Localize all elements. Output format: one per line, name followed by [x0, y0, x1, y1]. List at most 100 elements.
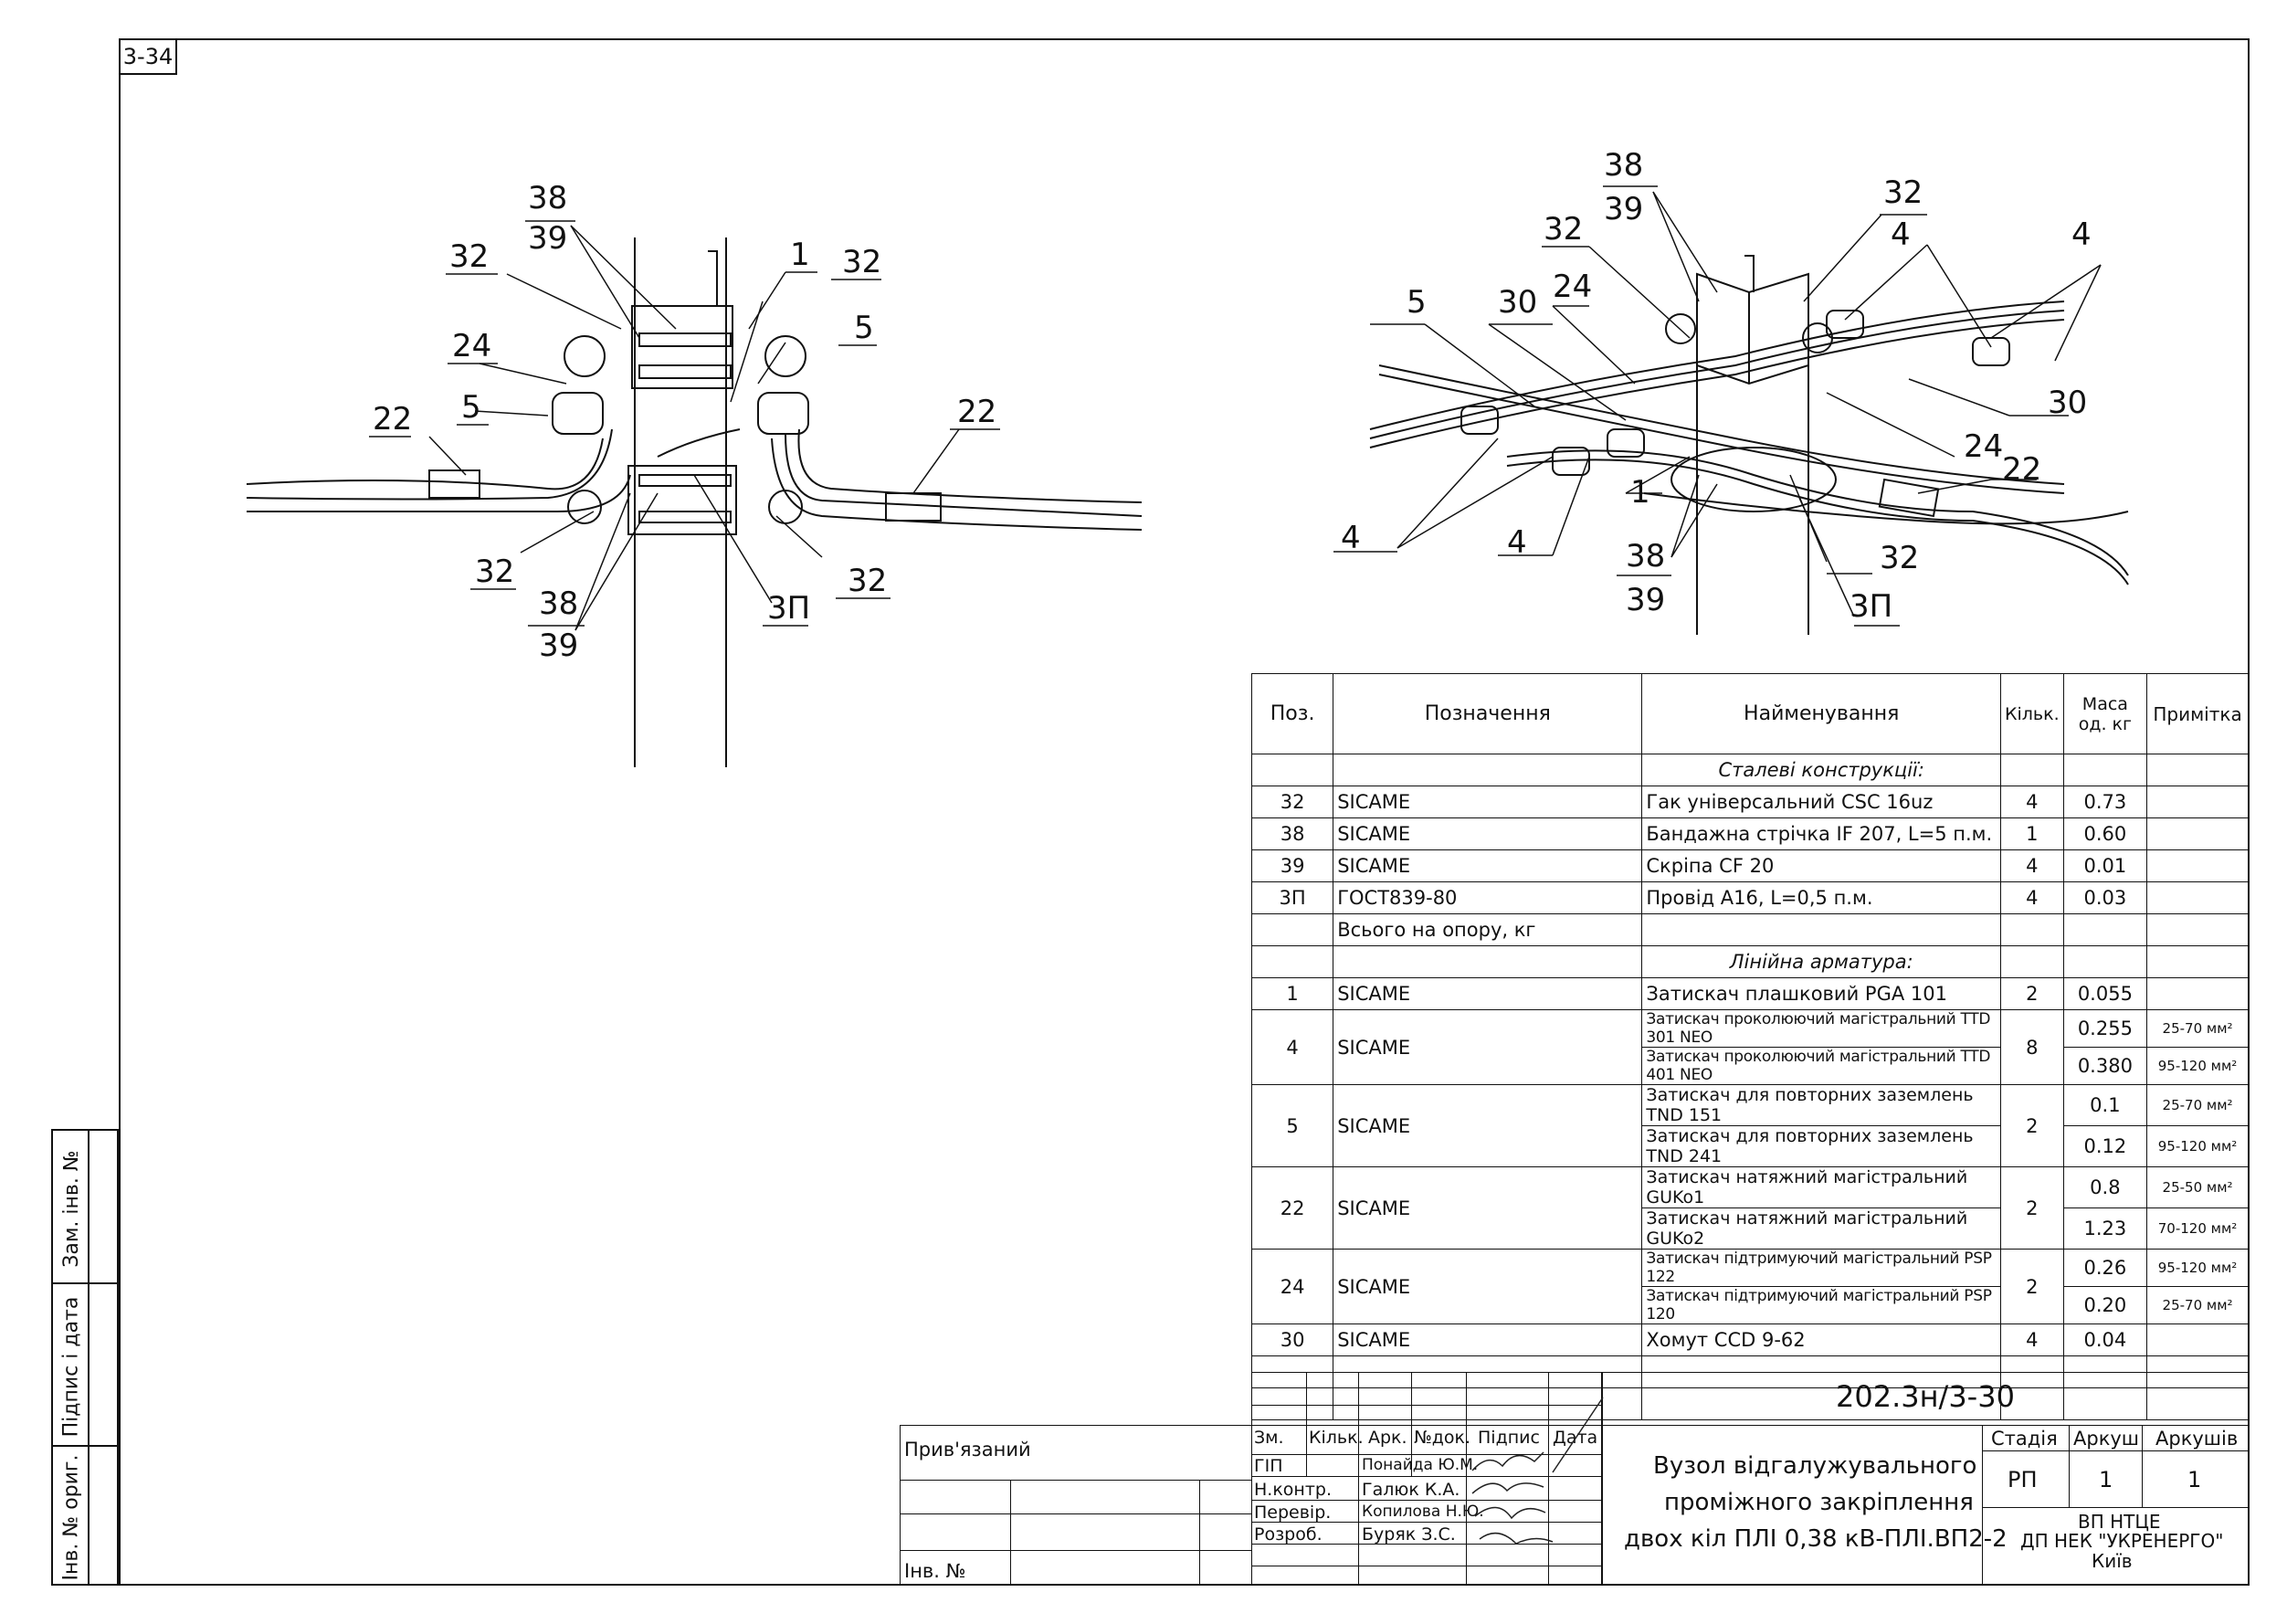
cell-qty: 4: [2000, 1323, 2064, 1356]
cell-name: Затискач підтримуючий магістральний PSP …: [1641, 1286, 2002, 1324]
cell-qty: 1: [2000, 817, 2064, 850]
tied-label: Прив'язаний: [904, 1439, 1031, 1461]
cell-designation: SICAME: [1333, 786, 1643, 818]
cell-note: 95-120 мм²: [2146, 1249, 2249, 1287]
cell-mass: 0.255: [2062, 1009, 2148, 1048]
header-pos: Поз.: [1250, 673, 1334, 754]
inv-no-label: Інв. №: [904, 1560, 966, 1582]
col-sheet: Арк.: [1368, 1428, 1407, 1448]
cell-name: Затискач натяжний магістральний GUKo2: [1641, 1207, 2002, 1250]
cell-pos: 4: [1250, 1009, 1334, 1085]
cell-mass: 0.1: [2062, 1084, 2148, 1126]
cell-name: Бандажна стрічка IF 207, L=5 п.м.: [1641, 817, 2002, 850]
specification-table: Поз. Позначення Найменування Кільк. Маса…: [1250, 673, 2249, 1420]
cell-pos: 30: [1250, 1323, 1334, 1356]
side-stamp-label: Підпис і дата: [59, 1296, 83, 1437]
sheets-value: 1: [2187, 1467, 2202, 1492]
cell-mass: 0.12: [2062, 1125, 2148, 1167]
cell-note: 95-120 мм²: [2146, 1047, 2249, 1085]
cell-name: Затискач для повторних заземлень TND 151: [1641, 1084, 2002, 1126]
cell-pos: 22: [1250, 1166, 1334, 1250]
cell-pos: 3П: [1250, 881, 1334, 914]
table-row: 32 SICAME Гак універсальний CSC 16uz 4 0…: [1250, 786, 2249, 818]
sheets-label: Аркушів: [2155, 1428, 2239, 1450]
col-zm: Зм.: [1254, 1428, 1284, 1448]
cell-pos: 39: [1250, 849, 1334, 882]
cell-designation: SICAME: [1333, 1249, 1643, 1324]
cell-mass: 0.26: [2062, 1249, 2148, 1287]
cell-name: Хомут CCD 9-62: [1641, 1323, 2002, 1356]
cell-note: 25-70 мм²: [2146, 1286, 2249, 1324]
table-row: 4 SICAME Затискач проколюючий магістраль…: [1250, 1009, 2249, 1085]
role-gip: ГІП: [1254, 1456, 1283, 1476]
role-checked: Перевір.: [1254, 1503, 1332, 1523]
table-row: 22 SICAME Затискач натяжний магістральни…: [1250, 1166, 2249, 1250]
cell-designation: SICAME: [1333, 977, 1643, 1010]
table-row: 24 SICAME Затискач підтримуючий магістра…: [1250, 1249, 2249, 1324]
side-stamp-replaced-inv: Зам. інв. №: [51, 1129, 119, 1284]
stage-label: Стадія: [1991, 1428, 2058, 1450]
cell-designation: SICAME: [1333, 1323, 1643, 1356]
col-doc: №док.: [1414, 1428, 1471, 1448]
cell-name: Затискач підтримуючий магістральний PSP …: [1641, 1249, 2002, 1287]
header-name: Найменування: [1641, 673, 2002, 754]
cell-mass: 0.60: [2062, 817, 2148, 850]
cell-qty: 8: [2000, 1009, 2064, 1085]
total-label: Всього на опору, кг: [1333, 913, 1643, 946]
org-line-2: ДП НЕК "УКРЕНЕРГО": [2020, 1530, 2224, 1552]
cell-name: Скріпа CF 20: [1641, 849, 2002, 882]
org-line-1: ВП НТЦЕ: [2078, 1511, 2161, 1533]
cell-note: 25-70 мм²: [2146, 1084, 2249, 1126]
cell-note: 70-120 мм²: [2146, 1207, 2249, 1250]
cell-note: 95-120 мм²: [2146, 1125, 2249, 1167]
cell-pos: 5: [1250, 1084, 1334, 1167]
table-row: 5 SICAME Затискач для повторних заземлен…: [1250, 1084, 2249, 1167]
side-stamp-orig-inv: Інв. № ориг.: [51, 1445, 119, 1586]
cell-pos: 38: [1250, 817, 1334, 850]
table-row: 1 SICAME Затискач плашковий PGA 101 2 0.…: [1250, 977, 2249, 1010]
cell-note: 25-70 мм²: [2146, 1009, 2249, 1048]
title-line-2: проміжного закріплення: [1664, 1489, 1974, 1516]
cell-qty: 2: [2000, 1249, 2064, 1324]
cell-pos: 24: [1250, 1249, 1334, 1324]
stage-value: РП: [2008, 1467, 2038, 1492]
table-row: 39 SICAME Скріпа CF 20 4 0.01: [1250, 849, 2249, 882]
cell-mass: 0.055: [2062, 977, 2148, 1010]
cell-qty: 2: [2000, 1084, 2064, 1167]
side-stamp-label: Інв. № ориг.: [59, 1454, 83, 1580]
sheet-code: 3-34: [119, 38, 177, 75]
name-gip: Понайда Ю.М.: [1362, 1456, 1479, 1474]
table-row: Затискач натяжний магістральний GUKo2 1.…: [1252, 1207, 2249, 1250]
table-row: Затискач проколюючий магістральний TTD 4…: [1252, 1047, 2249, 1085]
cell-qty: 2: [2000, 977, 2064, 1010]
cell-qty: 4: [2000, 786, 2064, 818]
name-checked: Копилова Н.Ю.: [1362, 1503, 1484, 1521]
sheet-value: 1: [2099, 1467, 2113, 1492]
title-line-3: двох кіл ПЛІ 0,38 кВ-ПЛІ.ВП2-2: [1624, 1525, 2008, 1553]
cell-mass: 1.23: [2062, 1207, 2148, 1250]
role-norm-control: Н.контр.: [1254, 1480, 1333, 1500]
cell-qty: 4: [2000, 849, 2064, 882]
cell-mass: 0.04: [2062, 1323, 2148, 1356]
cell-mass: 0.01: [2062, 849, 2148, 882]
title-line-1: Вузол відгалужувального: [1653, 1452, 1977, 1480]
cell-mass: 0.73: [2062, 786, 2148, 818]
role-developed: Розроб.: [1254, 1524, 1323, 1545]
table-row: 3П ГОСТ839-80 Провід А16, L=0,5 п.м. 4 0…: [1250, 881, 2249, 914]
sheet-label: Аркуш: [2073, 1428, 2140, 1450]
name-developed: Буряк З.С.: [1362, 1524, 1456, 1545]
cell-pos: 1: [1250, 977, 1334, 1010]
col-qty: Кільк.: [1309, 1428, 1364, 1448]
header-mass: Маса од. кг: [2062, 673, 2148, 754]
cell-designation: SICAME: [1333, 817, 1643, 850]
section-steel: Сталеві конструкції:: [1641, 754, 2002, 786]
cell-mass: 0.20: [2062, 1286, 2148, 1324]
col-date: Дата: [1553, 1428, 1598, 1448]
cell-designation: SICAME: [1333, 1084, 1643, 1167]
col-sign: Підпис: [1478, 1428, 1540, 1448]
cell-designation: ГОСТ839-80: [1333, 881, 1643, 914]
cell-pos: 32: [1250, 786, 1334, 818]
cell-name: Провід А16, L=0,5 п.м.: [1641, 881, 2002, 914]
cell-designation: SICAME: [1333, 1166, 1643, 1250]
cell-note: 25-50 мм²: [2146, 1166, 2249, 1208]
